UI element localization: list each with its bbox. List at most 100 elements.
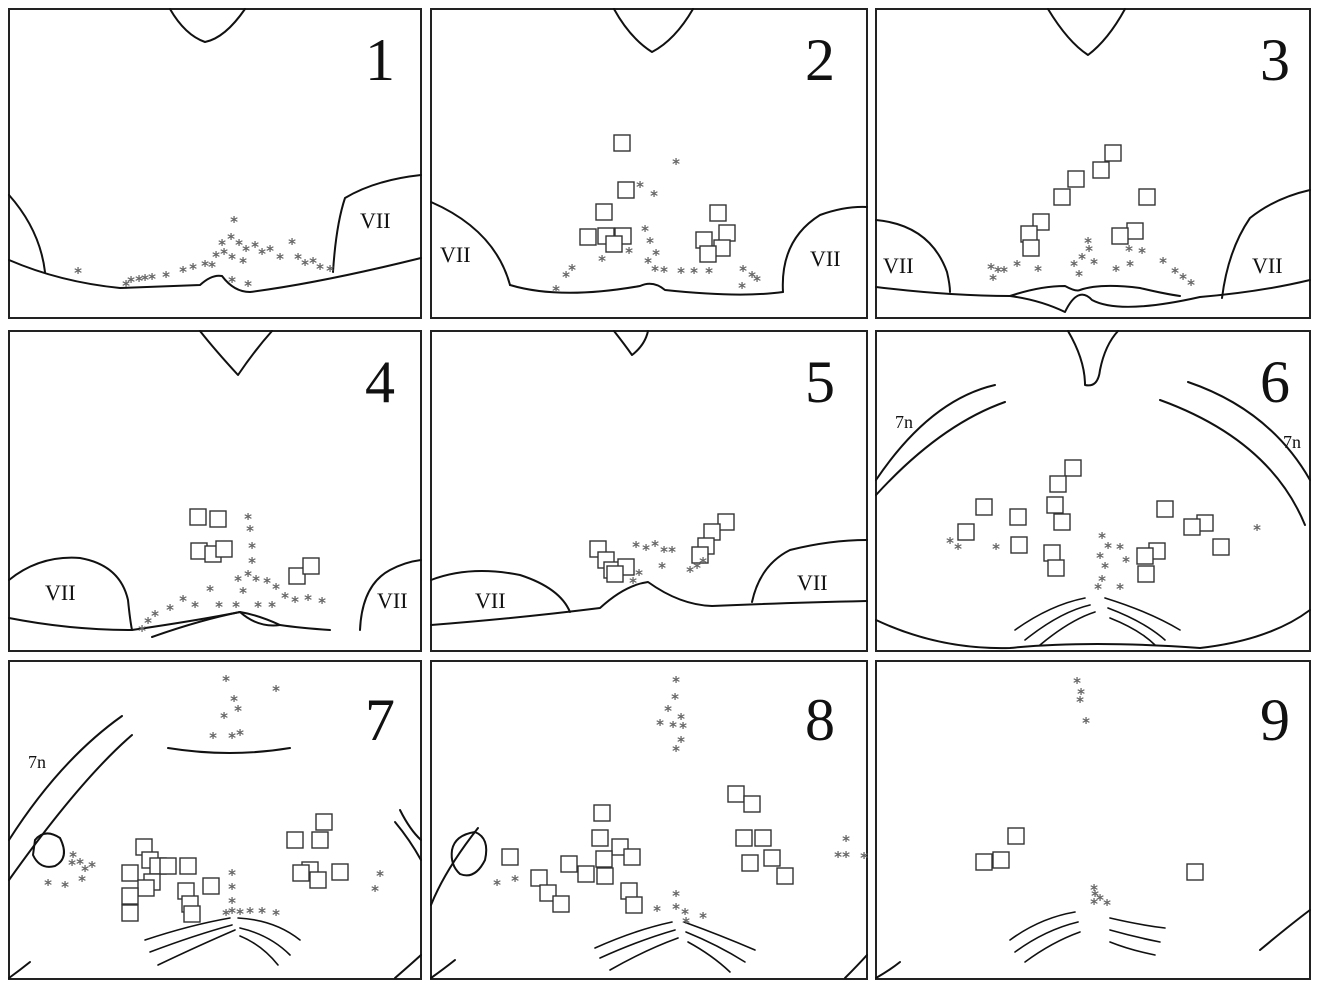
panel-2-label-vii-left: VII [440, 242, 471, 267]
square-marker [316, 814, 332, 830]
asterisk-marker: * [511, 872, 519, 890]
square-marker [742, 855, 758, 871]
asterisk-marker: * [276, 250, 284, 268]
panel-5-number: 5 [805, 349, 835, 415]
asterisk-marker: * [318, 594, 326, 612]
asterisk-marker: * [660, 263, 668, 281]
square-marker [122, 865, 138, 881]
panel-3-ventricle [1048, 9, 1125, 55]
square-marker [303, 558, 319, 574]
square-marker [1047, 497, 1063, 513]
asterisk-marker: * [209, 729, 217, 747]
asterisk-marker: * [304, 591, 312, 609]
asterisk-marker: * [222, 906, 230, 924]
asterisk-marker: * [228, 273, 236, 291]
square-marker [203, 878, 219, 894]
asterisk-marker: * [1159, 254, 1167, 272]
square-marker [578, 866, 594, 882]
square-marker [596, 204, 612, 220]
panel-2-number: 2 [805, 27, 835, 93]
asterisk-marker: * [244, 277, 252, 295]
panel-3-label-vii-left: VII [883, 253, 914, 278]
panel-6-label-7n-left: 7n [895, 412, 913, 432]
asterisk-marker: * [1103, 896, 1111, 914]
asterisk-marker: * [291, 593, 299, 611]
panel-9-bottom-left [876, 962, 900, 978]
asterisk-marker: * [672, 155, 680, 173]
asterisk-marker: * [954, 540, 962, 558]
panel-7-7n-a [9, 716, 122, 840]
asterisk-marker: * [1090, 895, 1098, 913]
asterisk-marker: * [272, 906, 280, 924]
asterisk-marker: * [162, 268, 170, 286]
square-marker [976, 854, 992, 870]
square-marker [1023, 240, 1039, 256]
asterisk-marker: * [860, 849, 868, 867]
panel-6-fiber-3 [1040, 612, 1095, 645]
square-marker [561, 856, 577, 872]
square-marker [293, 865, 309, 881]
panel-2-ventricle [614, 9, 693, 52]
panel-4-label-vii-right: VII [377, 588, 408, 613]
asterisk-marker: * [246, 522, 254, 540]
panel-7-bottom-left [9, 962, 30, 978]
panel-7-number: 7 [365, 687, 395, 753]
square-marker [736, 830, 752, 846]
asterisk-marker: * [258, 245, 266, 263]
panel-6-7n-right-a [1188, 382, 1310, 480]
asterisk-marker: * [653, 902, 661, 920]
asterisk-marker: * [642, 541, 650, 559]
asterisk-marker: * [1187, 276, 1195, 294]
asterisk-marker: * [1000, 263, 1008, 281]
panel-6-fiber-1 [1015, 598, 1085, 630]
square-marker [700, 246, 716, 262]
panel-8-bottom-left [431, 960, 455, 978]
asterisk-marker: * [632, 538, 640, 556]
asterisk-marker: * [138, 622, 146, 640]
panel-7-bottom-right [395, 955, 421, 978]
asterisk-marker: * [215, 598, 223, 616]
asterisk-marker: * [1013, 257, 1021, 275]
asterisk-marker: * [68, 856, 76, 874]
panel-7-contours [9, 716, 421, 978]
square-marker [1187, 864, 1203, 880]
asterisk-marker: * [239, 584, 247, 602]
asterisk-marker: * [650, 187, 658, 205]
square-marker [1213, 539, 1229, 555]
asterisk-marker: * [658, 559, 666, 577]
asterisk-marker: * [263, 574, 271, 592]
asterisk-marker: * [651, 537, 659, 555]
asterisk-marker: * [669, 718, 677, 736]
asterisk-marker: * [1075, 267, 1083, 285]
asterisk-marker: * [252, 572, 260, 590]
panel-7-fiber-2 [150, 925, 232, 952]
panel-7-frame [9, 661, 421, 979]
square-marker [592, 830, 608, 846]
asterisk-marker: * [220, 709, 228, 727]
panel-3-number: 3 [1260, 27, 1290, 93]
square-marker [1044, 545, 1060, 561]
asterisk-marker: * [228, 729, 236, 747]
square-marker [607, 566, 623, 582]
asterisk-marker: * [1084, 234, 1092, 252]
square-marker [122, 905, 138, 921]
square-marker [1054, 189, 1070, 205]
asterisk-marker: * [1171, 264, 1179, 282]
asterisk-marker: * [326, 262, 334, 280]
asterisk-marker: * [1076, 693, 1084, 711]
asterisk-marker: * [234, 702, 242, 720]
asterisk-marker: * [672, 900, 680, 918]
asterisk-marker: * [266, 242, 274, 260]
asterisk-marker: * [493, 876, 501, 894]
asterisk-marker: * [222, 672, 230, 690]
asterisk-marker: * [239, 254, 247, 272]
asterisk-marker: * [672, 673, 680, 691]
asterisk-marker: * [268, 598, 276, 616]
asterisk-marker: * [682, 914, 690, 932]
panel-3-tract [1010, 286, 1180, 296]
panel-1-label-vii: VII [360, 208, 391, 233]
asterisk-marker: * [230, 213, 238, 231]
panel-6-7n-left-a [876, 385, 995, 480]
asterisk-marker: * [1090, 255, 1098, 273]
